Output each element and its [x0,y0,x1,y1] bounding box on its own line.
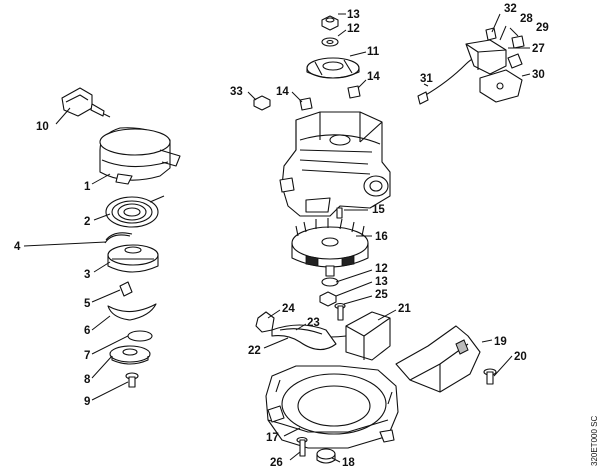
part-label-2: 2 [84,216,90,228]
screw-20-part [483,368,497,385]
part-label-13-top: 13 [347,9,360,21]
part-label-24: 24 [282,303,295,315]
engine-crankcase-part [279,111,391,217]
part-label-13-lower: 13 [375,276,388,288]
spring-plate-part [109,345,151,365]
part-label-12-lower: 12 [375,263,388,275]
part-label-26: 26 [270,457,283,469]
part-label-4: 4 [14,241,21,253]
starter-grip-part [61,87,111,118]
starter-cup-part [306,57,360,79]
part-label-17: 17 [266,432,279,444]
part-label-12-top: 12 [347,23,360,35]
part-label-1: 1 [84,181,91,193]
rope-rotor-part [107,244,159,273]
part-label-29: 29 [536,22,549,34]
part-label-23: 23 [307,317,320,329]
pawl-part [119,281,133,297]
part-label-22: 22 [248,345,261,357]
part-label-11: 11 [367,46,380,58]
part-label-5: 5 [84,298,91,310]
spark-boot-part [255,311,275,333]
part-label-15: 15 [372,204,385,216]
part-label-33: 33 [230,86,243,98]
diagram-code: 320ET000 SC [590,416,599,466]
leader-lines [23,13,531,463]
part-label-18: 18 [342,457,355,469]
shroud-cover-part [395,325,481,393]
bolt-26-part [296,436,308,457]
part-label-14-left: 14 [276,86,289,98]
rewind-spring-part [105,195,165,228]
part-label-3: 3 [84,269,90,281]
part-label-25: 25 [375,289,388,301]
part-label-19: 19 [494,336,507,348]
part-label-31: 31 [420,73,433,85]
part-label-10: 10 [36,121,49,133]
part-label-7: 7 [84,350,90,362]
screw-25-part [334,302,346,321]
nut-top-part [321,15,339,31]
part-label-21: 21 [398,303,411,315]
grommet-18-part [316,448,336,464]
part-label-30: 30 [532,69,545,81]
part-number-labels: 10 1 2 4 3 5 6 7 8 9 13 12 11 14 14 33 1… [14,3,549,469]
rewind-cover-part [99,127,181,185]
part-label-16: 16 [375,231,388,243]
part-label-28: 28 [520,13,533,25]
starter-rope-part [104,232,133,244]
plug-left-part [299,97,313,111]
guide-plate-part [107,303,157,321]
part-label-9: 9 [84,396,90,408]
plug-right-part [347,85,361,99]
part-label-14-right: 14 [367,71,380,83]
part-label-8: 8 [84,374,91,386]
nut-33-part [253,95,271,111]
washer-top-part [321,37,339,47]
nut-lower-part [319,291,337,307]
part-label-20: 20 [514,351,527,363]
part-label-27: 27 [532,43,545,55]
flywheel-part [291,218,369,277]
pin-15-part [336,207,343,219]
ignition-lead-part [271,324,337,351]
fan-housing-part [265,365,399,449]
washer-part [127,330,153,342]
washer-lower-part [321,277,339,287]
part-label-6: 6 [84,325,90,337]
switch-assembly-part [465,27,525,103]
part-label-32: 32 [504,3,517,15]
screw-9-part [125,372,139,388]
